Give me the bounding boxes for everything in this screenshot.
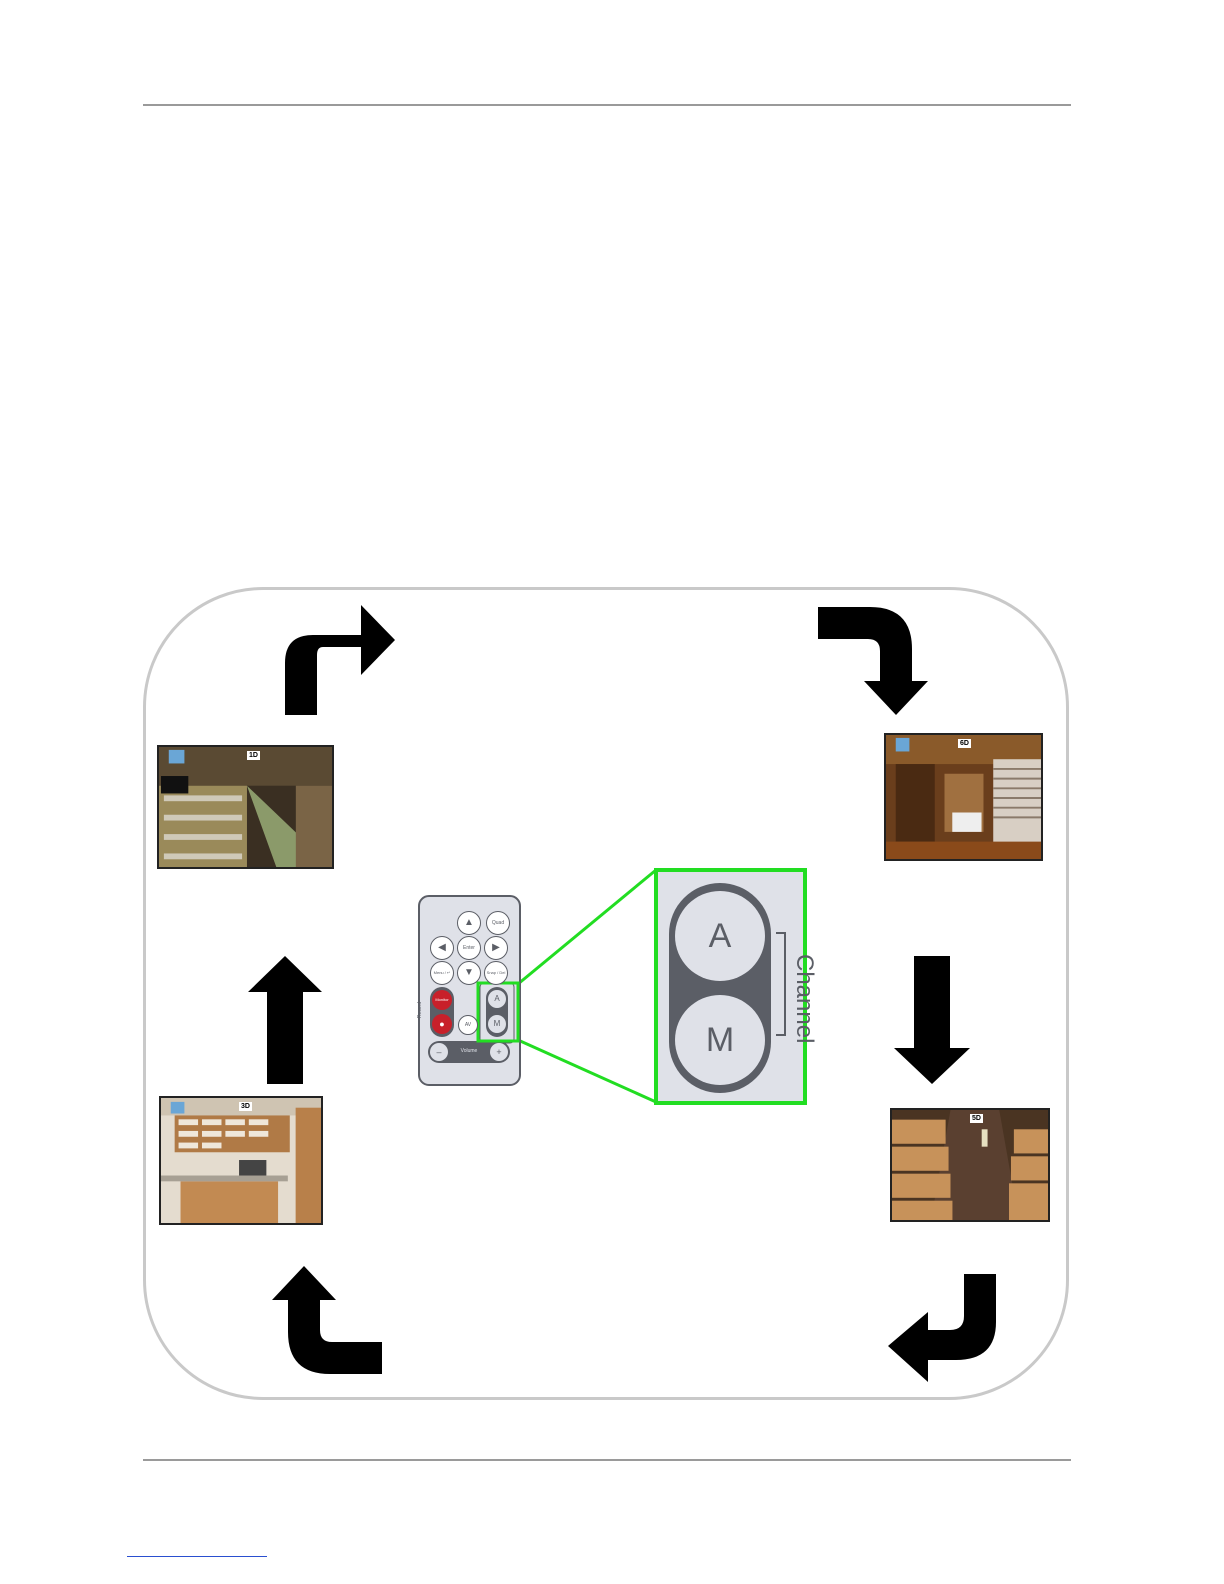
remote-record-label: Record xyxy=(417,1002,423,1018)
camera-thumbnail-office: 3D xyxy=(159,1096,323,1225)
remote-control: ▲ Quad ◀ Enter ▶ Menu / ↵ ▼ Snap / Del M… xyxy=(418,895,521,1086)
zoom-connector-lines xyxy=(510,866,660,1106)
channel-m-button[interactable]: M xyxy=(675,995,765,1085)
footer-rule xyxy=(143,1459,1071,1461)
remote-channel-m-button[interactable]: M xyxy=(488,1015,506,1033)
remote-volume-plus-button[interactable]: + xyxy=(490,1043,508,1061)
arrow-curve-right-down-icon xyxy=(818,605,930,717)
remote-menu-button[interactable]: Menu / ↵ xyxy=(430,961,454,985)
channel-label: Channel xyxy=(790,954,818,1034)
arrow-curve-down-left-icon xyxy=(886,1272,998,1384)
camera-thumbnail-warehouse-boxes: 5D xyxy=(890,1108,1050,1222)
camera-badge: 1D xyxy=(247,751,260,760)
remote-quad-button[interactable]: Quad xyxy=(486,911,510,935)
remote-volume-label: Volume xyxy=(454,1048,484,1054)
remote-channel-a-button[interactable]: A xyxy=(488,990,506,1008)
arrow-down-icon xyxy=(894,956,970,1084)
camera-badge: 5D xyxy=(970,1114,983,1123)
footer-link-underline[interactable] xyxy=(127,1556,267,1557)
remote-record-button[interactable]: ● xyxy=(432,1014,452,1034)
remote-down-button[interactable]: ▼ xyxy=(457,961,481,985)
channel-a-button[interactable]: A xyxy=(675,891,765,981)
camera-badge: 6D xyxy=(958,739,971,748)
channel-bracket xyxy=(776,932,786,1036)
camera-thumbnail-hallway: 6D xyxy=(884,733,1043,861)
remote-up-button[interactable]: ▲ xyxy=(457,911,481,935)
camera-thumbnail-warehouse-aisles: 1D xyxy=(157,745,334,869)
remote-volume-minus-button[interactable]: – xyxy=(430,1043,448,1061)
arrow-up-icon xyxy=(248,956,322,1084)
channel-buttons-zoom: A M Channel xyxy=(654,868,807,1105)
camera-badge: 3D xyxy=(239,1102,252,1111)
remote-left-button[interactable]: ◀ xyxy=(430,936,454,960)
remote-enter-button[interactable]: Enter xyxy=(457,936,481,960)
arrow-curve-left-up-icon xyxy=(272,1266,384,1378)
header-rule xyxy=(143,104,1071,106)
remote-snapshot-button[interactable]: Snap / Del xyxy=(484,961,508,985)
arrow-curve-up-right-icon xyxy=(283,605,395,717)
remote-av-button[interactable]: AV xyxy=(458,1015,478,1035)
remote-right-button[interactable]: ▶ xyxy=(484,936,508,960)
remote-monitor-button[interactable]: Monitor xyxy=(432,990,452,1010)
channel-button-group: A M xyxy=(669,883,771,1093)
